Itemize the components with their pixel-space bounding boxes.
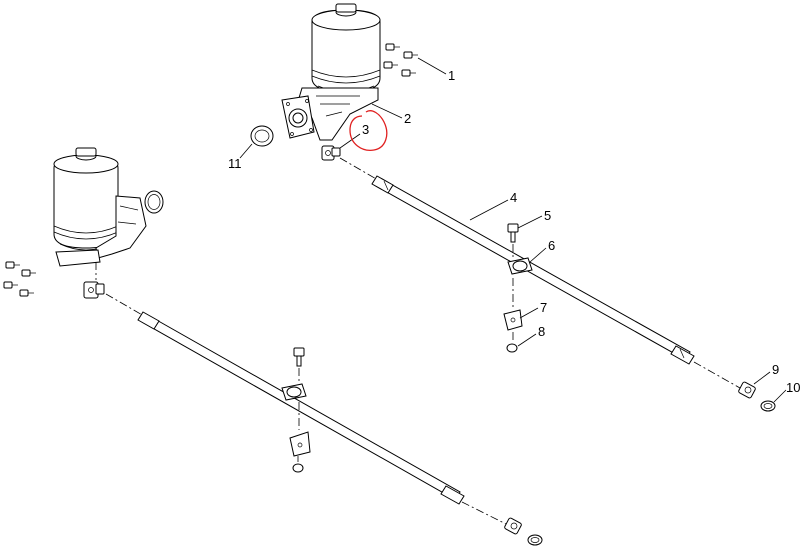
callout-label-2: 2 [404, 111, 411, 126]
bolt-5 [507, 223, 519, 243]
callout-3: 3 [339, 122, 369, 149]
callout-label-4: 4 [510, 190, 517, 205]
red-highlight-circle [349, 110, 388, 151]
callout-label-1: 1 [448, 68, 455, 83]
callout-8: 8 [517, 324, 545, 347]
callout-label-11: 11 [228, 156, 242, 171]
callout-4: 4 [469, 190, 517, 221]
callout-9: 9 [753, 362, 779, 385]
o-ring-11 [250, 125, 274, 147]
callout-5: 5 [517, 208, 551, 229]
elbow-fitting-3 [321, 145, 341, 161]
bolts-upper [383, 43, 418, 77]
clamp-lower [281, 383, 307, 401]
bracket-7 [503, 309, 523, 331]
callout-6: 6 [529, 238, 555, 263]
callout-label-7: 7 [540, 300, 547, 315]
filter-head-lower [55, 195, 147, 267]
elbow-fitting-lower [83, 281, 105, 299]
bolts-lower [3, 261, 36, 297]
callout-label-6: 6 [548, 238, 555, 253]
bolt-lower [293, 347, 305, 367]
adapter-lower [504, 517, 522, 535]
upper-filter-assembly [250, 3, 776, 412]
callout-label-10: 10 [786, 380, 800, 395]
callout-label-8: 8 [538, 324, 545, 339]
callout-1: 1 [417, 57, 455, 83]
hose-lower [137, 311, 465, 505]
callout-10: 10 [773, 380, 800, 403]
nut-lower [292, 463, 304, 473]
lower-filter-assembly [3, 147, 543, 546]
callout-7: 7 [519, 300, 547, 319]
callout-2: 2 [371, 103, 411, 126]
filter-canister-lower [53, 147, 119, 251]
o-ring-lower-end [527, 534, 543, 546]
nut-8 [506, 343, 518, 353]
filter-canister-upper [311, 3, 381, 93]
callout-11: 11 [228, 143, 253, 171]
bracket-lower [289, 431, 311, 457]
callout-label-9: 9 [772, 362, 779, 377]
callout-label-5: 5 [544, 208, 551, 223]
o-ring-10 [760, 400, 776, 412]
hose-4 [371, 175, 695, 365]
callout-label-3: 3 [362, 122, 369, 137]
filter-head-upper [281, 87, 379, 141]
adapter-9 [738, 381, 756, 399]
clamp-6 [507, 257, 533, 275]
